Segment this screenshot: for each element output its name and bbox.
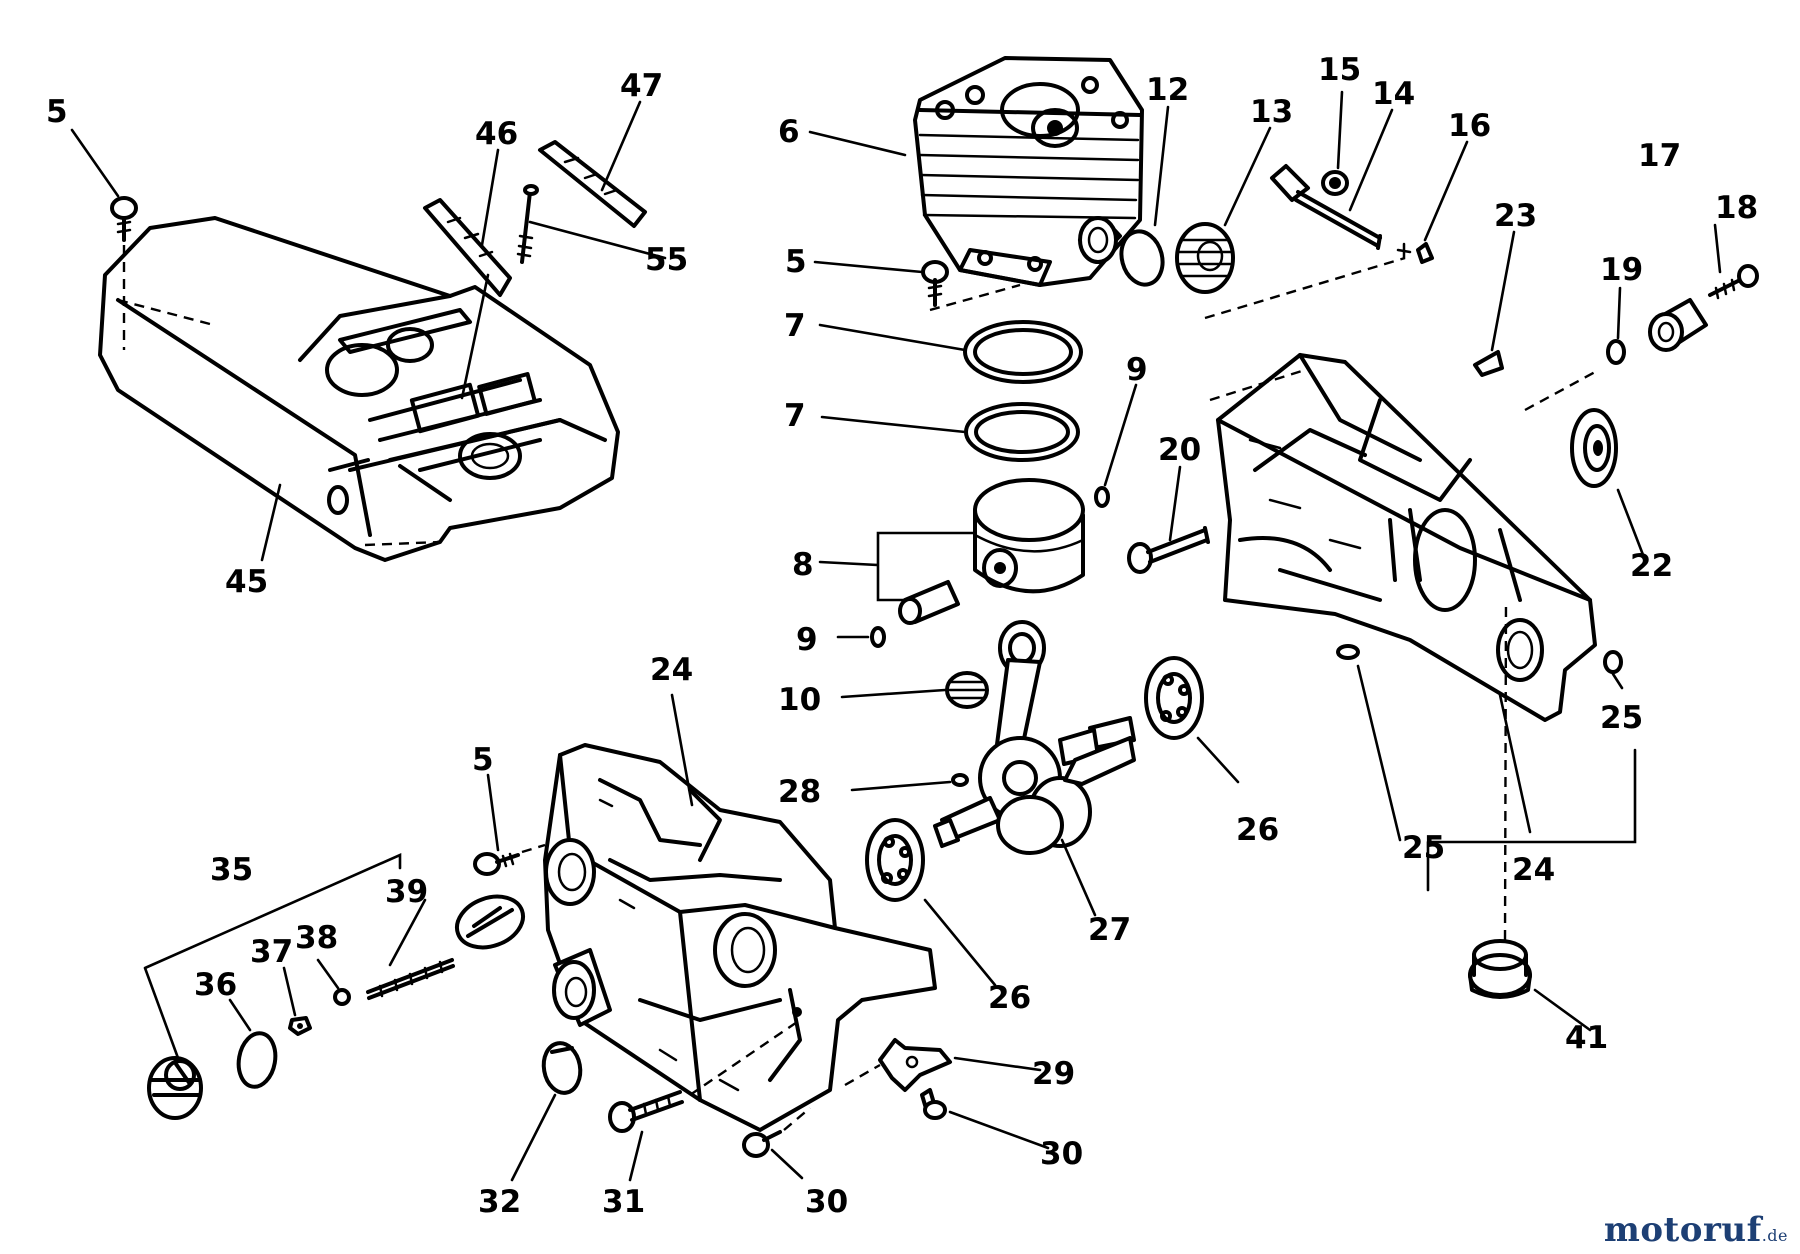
guide-line-buffer	[1503, 599, 1508, 941]
needle-bearing-part-10	[945, 671, 989, 709]
callout-25-right: 25	[1600, 700, 1643, 736]
decompression-valve-part-14	[1270, 164, 1382, 250]
gasket-part-12	[1119, 229, 1165, 287]
piston-pin-part	[898, 580, 960, 625]
top-cover-part-45	[98, 216, 620, 562]
callout-5: 5	[46, 94, 68, 130]
crankcase-half-part-24-left	[543, 743, 937, 1132]
callout-16: 16	[1448, 108, 1491, 144]
callout-12: 12	[1146, 72, 1189, 108]
o-ring-part-36	[236, 1031, 278, 1089]
callout-14: 14	[1372, 76, 1415, 112]
circlip-part-9-upper	[1094, 486, 1110, 508]
callout-36: 36	[194, 967, 237, 1003]
trim-strip-part-46	[423, 198, 512, 297]
spark-plug-part-13	[1175, 222, 1235, 294]
guide-line-sleeve	[1524, 370, 1596, 412]
bolt-part-5	[110, 196, 138, 350]
oil-cap-part-35	[147, 1056, 203, 1120]
callout-30-upper: 30	[1040, 1136, 1083, 1172]
callout-18: 18	[1715, 190, 1758, 226]
callout-13: 13	[1250, 94, 1293, 130]
bracket-part-29	[878, 1038, 952, 1092]
washer-part-19	[1606, 339, 1626, 365]
guide-line-cylinder-crankcase	[1204, 256, 1406, 320]
callout-32: 32	[478, 1184, 521, 1220]
callout-10: 10	[778, 682, 821, 718]
callout-41: 41	[1565, 1020, 1608, 1056]
callout-7-upper: 7	[784, 308, 806, 344]
spring-clip-part-37	[288, 1016, 312, 1036]
callout-39: 39	[385, 874, 428, 910]
crankshaft-part-27	[933, 620, 1136, 855]
leader-lines	[70, 90, 1722, 1182]
nut-part-23	[1473, 350, 1504, 377]
callout-30-lower: 30	[805, 1184, 848, 1220]
bolt-part-31	[608, 1019, 801, 1133]
callout-7-lower: 7	[784, 398, 806, 434]
screw-part-18	[1708, 264, 1759, 300]
callout-17: 17	[1638, 138, 1681, 174]
callout-6: 6	[778, 114, 800, 150]
crankcase-half-part-24-right	[1209, 353, 1597, 722]
site-watermark: motoruf.de	[1604, 1210, 1788, 1250]
nut-part-15	[1321, 170, 1349, 196]
callout-29: 29	[1032, 1056, 1075, 1092]
watermark-tld: .de	[1761, 1226, 1788, 1245]
watermark-name: motoruf	[1603, 1210, 1762, 1250]
bearing-part-26-left	[865, 818, 925, 902]
callout-25-left: 25	[1402, 830, 1445, 866]
screw-part-30-upper	[920, 1088, 947, 1120]
stud-part-55	[516, 184, 539, 264]
callout-9-lower: 9	[796, 622, 818, 658]
dowel-part-25-right	[1603, 650, 1623, 674]
buffer-part-41	[1468, 939, 1532, 999]
piston-ring-part-7-upper	[963, 320, 1083, 384]
callout-55: 55	[645, 242, 688, 278]
dowel-part-25-left	[1336, 644, 1360, 660]
bearing-part-26-right	[1144, 656, 1204, 740]
callout-19: 19	[1600, 252, 1643, 288]
piston-ring-part-7-lower	[964, 402, 1080, 462]
cylinder-part-6	[913, 56, 1144, 287]
callout-22: 22	[1630, 548, 1673, 584]
sleeve-part-17	[1648, 298, 1708, 352]
callout-47: 47	[620, 68, 663, 104]
callout-28: 28	[778, 774, 821, 810]
callout-24-left: 24	[650, 652, 693, 688]
callout-35: 35	[210, 852, 253, 888]
clip-part-16	[1396, 242, 1434, 264]
bolt-part-20	[1127, 526, 1210, 574]
seal-part-32	[541, 1041, 583, 1095]
callout-5-cylinder: 5	[785, 244, 807, 280]
filter-part-39	[366, 894, 525, 1000]
circlip-part-9-lower	[870, 626, 886, 648]
callout-23: 23	[1494, 198, 1537, 234]
screw-part-30-lower	[742, 1107, 811, 1158]
trim-strip-part-47	[538, 140, 647, 228]
callout-24-right: 24	[1512, 852, 1555, 888]
callout-5-crankcase: 5	[472, 742, 494, 778]
callout-46: 46	[475, 116, 518, 152]
ball-part-38	[333, 988, 351, 1006]
callout-8: 8	[792, 547, 814, 583]
bolt-part-5-crankcase	[473, 843, 546, 876]
callout-37: 37	[250, 934, 293, 970]
callout-20: 20	[1158, 432, 1201, 468]
key-part-28	[951, 773, 969, 787]
callout-31: 31	[602, 1184, 645, 1220]
callout-9-upper: 9	[1126, 352, 1148, 388]
callout-27: 27	[1088, 912, 1131, 948]
callout-26-left: 26	[988, 980, 1031, 1016]
guide-line-bracket	[844, 1063, 881, 1087]
callout-15: 15	[1318, 52, 1361, 88]
piston-part-8	[973, 478, 1085, 594]
callout-26-right: 26	[1236, 812, 1279, 848]
callout-38: 38	[295, 920, 338, 956]
callout-45: 45	[225, 564, 268, 600]
seal-part-22	[1570, 408, 1618, 488]
callout-labels: 5 47 46 55 45 6 12 13 15 14 16 23 17 18 …	[46, 52, 1758, 1220]
